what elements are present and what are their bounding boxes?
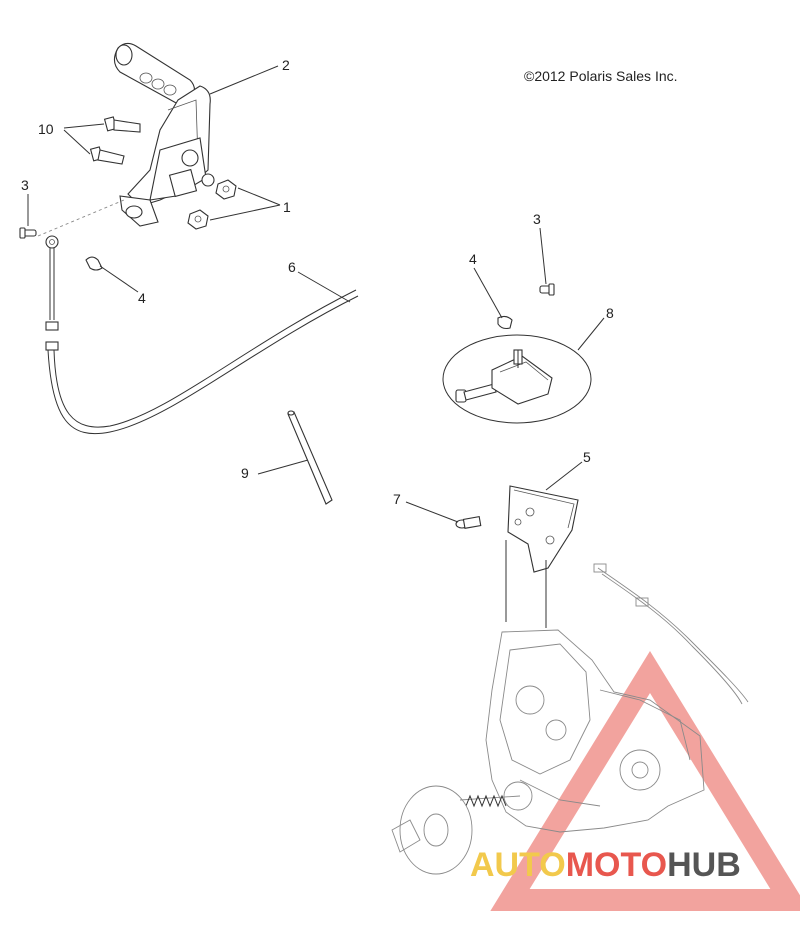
- callout-3-left: 3: [21, 177, 29, 193]
- clevis-pin-right: [539, 283, 555, 296]
- callout-8: 8: [606, 305, 614, 321]
- watermark-moto: MOTO: [565, 846, 668, 884]
- leader-10b: [63, 129, 91, 155]
- leader-5: [545, 461, 583, 491]
- clip-right: [497, 315, 513, 330]
- callout-4-right: 4: [469, 251, 477, 267]
- watermark-triangle: [490, 650, 800, 911]
- bolt-lower: [89, 146, 125, 165]
- leader-10a: [63, 123, 105, 129]
- leader-1b: [209, 204, 281, 221]
- callout-3-right: 3: [533, 211, 541, 227]
- leader-6: [297, 271, 351, 303]
- brake-cable: [45, 235, 359, 435]
- leader-9: [257, 459, 309, 475]
- watermark-logo: AUTOMOTOHUB: [470, 848, 741, 882]
- nut-lower: [187, 209, 209, 230]
- watermark-hub: HUB: [667, 846, 741, 884]
- leader-2: [209, 65, 279, 95]
- callout-2: 2: [282, 57, 290, 73]
- copyright-notice: ©2012 Polaris Sales Inc.: [524, 68, 678, 84]
- leader-1a: [237, 187, 281, 206]
- bracket: [507, 485, 579, 573]
- callout-7: 7: [393, 491, 401, 507]
- leader-8: [577, 317, 605, 351]
- rod: [287, 410, 333, 505]
- brake-lever-assembly: [113, 42, 215, 227]
- leader-4b: [473, 267, 503, 319]
- leader-4a: [99, 265, 139, 293]
- callout-4-left: 4: [138, 290, 146, 306]
- callout-5: 5: [583, 449, 591, 465]
- bolt-upper: [103, 116, 141, 133]
- callout-10: 10: [38, 121, 54, 137]
- leader-7: [405, 501, 459, 523]
- nut-upper: [215, 179, 237, 200]
- transmission: [391, 563, 749, 875]
- watermark-auto: AUTO: [470, 846, 566, 884]
- leader-3b: [539, 227, 547, 285]
- switch-kit: [442, 334, 592, 424]
- clip-left: [85, 256, 103, 271]
- callout-1: 1: [283, 199, 291, 215]
- clevis-pin-left: [19, 227, 37, 239]
- callout-9: 9: [241, 465, 249, 481]
- flange-bolt: [455, 516, 482, 529]
- callout-6: 6: [288, 259, 296, 275]
